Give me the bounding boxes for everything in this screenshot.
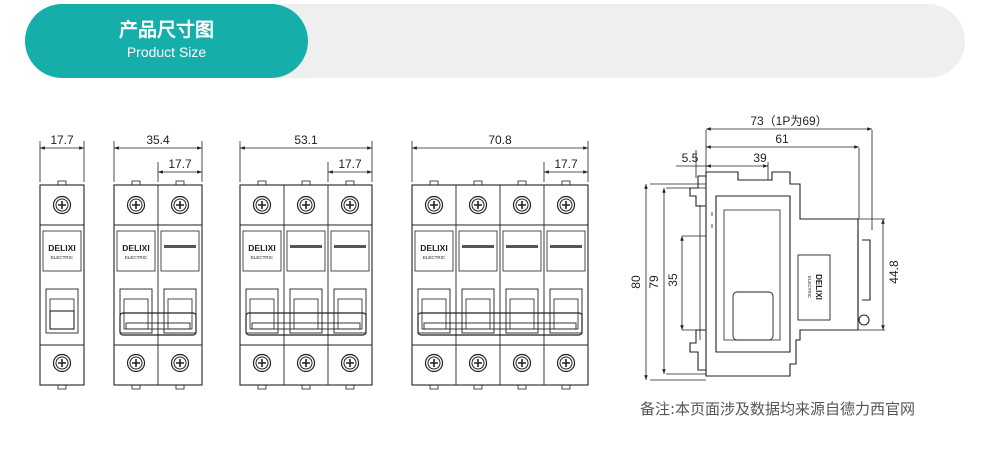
dim-5-5: 5.5 <box>682 151 699 165</box>
side-label-brand: DELIXI <box>814 274 823 300</box>
footnote: 备注:本页面涉及数据均来源自德力西官网 <box>640 400 916 418</box>
breaker-brand-label: DELIXI <box>248 243 275 253</box>
breaker-brand-label: DELIXI <box>420 243 447 253</box>
pole-width-label: 17.7 <box>554 157 578 171</box>
dim-44-8: 44.8 <box>887 260 901 284</box>
side-label-brand-sub: ELECTRIC <box>807 276 812 299</box>
width-label: 17.7 <box>50 133 74 147</box>
dim-39: 39 <box>753 151 767 165</box>
breaker-brand-sub: ELECTRIC <box>251 255 274 260</box>
breaker-brand-sub: ELECTRIC <box>51 255 74 260</box>
width-label: 70.8 <box>488 133 512 147</box>
header-title: 产品尺寸图 <box>118 20 214 41</box>
dim-35: 35 <box>666 273 680 287</box>
pole-width-label: 17.7 <box>338 157 362 171</box>
side-label-text: DELIXI ELECTRIC <box>807 274 823 300</box>
breaker-1p: DELIXI ELECTRIC <box>39 180 85 390</box>
header-pill <box>25 4 308 78</box>
width-dimension-2p: 35.4 17.7 <box>113 133 203 182</box>
breaker-2p: DELIXI ELECTRIC <box>113 180 203 390</box>
breaker-brand-sub: ELECTRIC <box>423 255 446 260</box>
pole-width-label: 17.7 <box>168 157 192 171</box>
dim-79: 79 <box>647 275 661 289</box>
breaker-side-view <box>689 171 871 377</box>
width-dimension-3p: 53.1 17.7 <box>239 133 373 182</box>
breaker-brand-label: DELIXI <box>48 243 75 253</box>
width-label: 53.1 <box>294 133 318 147</box>
breaker-brand-sub: ELECTRIC <box>125 255 148 260</box>
breaker-4p: DELIXI ELECTRIC <box>411 180 589 390</box>
width-label: 35.4 <box>146 133 170 147</box>
dim-73: 73（1P为69） <box>750 114 827 128</box>
breaker-brand-label: DELIXI <box>122 243 149 253</box>
width-dimension-4p: 70.8 17.7 <box>411 133 589 182</box>
dim-61: 61 <box>775 132 789 146</box>
header-subtitle: Product Size <box>126 44 207 60</box>
dim-80: 80 <box>629 275 643 289</box>
breaker-3p: DELIXI ELECTRIC <box>239 180 373 390</box>
width-dimension-1p: 17.7 <box>39 133 85 182</box>
